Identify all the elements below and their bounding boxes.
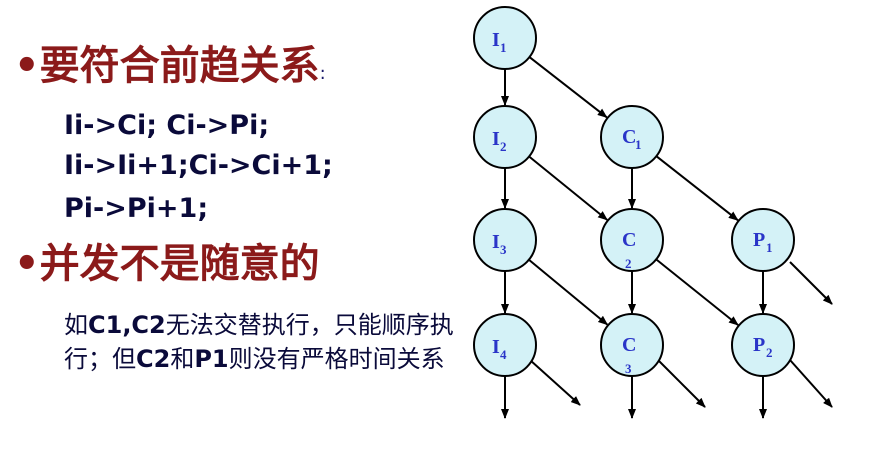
node-circle-i1 xyxy=(473,6,537,70)
node-circle-i3 xyxy=(473,208,537,272)
node-circle-i4 xyxy=(473,313,537,377)
desc-part-1: 如 xyxy=(64,311,88,339)
edge-i3-c3 xyxy=(528,258,609,326)
dangling-arrow-c3-diag xyxy=(654,356,706,408)
node-subscript-i4: 4 xyxy=(500,347,507,362)
node-subscript-p2: 2 xyxy=(766,345,773,360)
node-circle-p1 xyxy=(731,208,795,272)
desc-part-4: 则没有严格时间关系 xyxy=(228,345,445,373)
desc-bold-1: C1,C2 xyxy=(88,311,166,339)
node-circle-p2 xyxy=(731,313,795,377)
node-label-c1: C xyxy=(622,126,636,148)
precedence-rule-1: Ii->Ci; Ci->Pi; xyxy=(64,110,270,141)
node-circle-c1 xyxy=(600,105,664,169)
desc-part-3: 和 xyxy=(170,345,195,373)
edge-c2-p2 xyxy=(655,258,739,326)
dangling-arrow-p1-diag xyxy=(789,261,833,305)
dangling-arrow-p2-diag xyxy=(789,359,833,408)
heading-concurrency: •并发不是随意的 xyxy=(14,241,320,287)
precedence-rule-2: Ii->Ii+1;Ci->Ci+1; xyxy=(64,150,333,181)
dangling-arrow-i4-diag xyxy=(529,359,581,406)
node-c3: C3 xyxy=(600,313,664,377)
desc-part-2: 无法交替执行，只能顺序执行；但 xyxy=(64,311,454,373)
text-panel: •要符合前趋关系: Ii->Ci; Ci->Pi; Ii->Ii+1;Ci->C… xyxy=(14,42,454,373)
edges-layer xyxy=(501,56,767,326)
node-circle-c2 xyxy=(600,208,664,272)
node-subscript-p1: 1 xyxy=(766,240,773,255)
heading-precedence-text: •要符合前趋关系 xyxy=(14,43,320,89)
node-c1: C1 xyxy=(600,105,664,169)
node-label-c2: C xyxy=(622,229,636,251)
edge-i2-c2 xyxy=(528,155,608,221)
node-label-i4: I xyxy=(492,336,500,358)
heading-precedence: •要符合前趋关系: xyxy=(14,42,326,98)
node-circle-i2 xyxy=(473,105,537,169)
node-subscript-c2: 2 xyxy=(625,256,632,271)
node-subscript-i1: 1 xyxy=(500,40,507,55)
concurrency-description: 如C1,C2无法交替执行，只能顺序执行；但C2和P1则没有严格时间关系 xyxy=(64,308,464,376)
node-label-p1: P xyxy=(753,229,765,251)
node-label-i3: I xyxy=(492,231,500,253)
dangling-arrows-layer xyxy=(501,261,833,419)
node-circle-c3 xyxy=(600,313,664,377)
node-label-i1: I xyxy=(492,29,500,51)
node-subscript-c1: 1 xyxy=(635,137,642,152)
edge-i1-c1 xyxy=(528,56,608,119)
node-subscript-i3: 3 xyxy=(500,242,507,257)
desc-bold-2: C2 xyxy=(136,345,171,373)
node-subscript-c3: 3 xyxy=(625,361,632,376)
node-subscript-i2: 2 xyxy=(500,139,507,154)
node-label-i2: I xyxy=(492,128,500,150)
node-c2: C2 xyxy=(600,208,664,272)
heading-colon: : xyxy=(319,63,326,84)
edge-c1-p1 xyxy=(655,155,739,222)
desc-bold-3: P1 xyxy=(194,345,229,373)
node-label-c3: C xyxy=(622,334,636,356)
node-label-p2: P xyxy=(753,334,765,356)
precedence-rule-3: Pi->Pi+1; xyxy=(64,193,209,224)
